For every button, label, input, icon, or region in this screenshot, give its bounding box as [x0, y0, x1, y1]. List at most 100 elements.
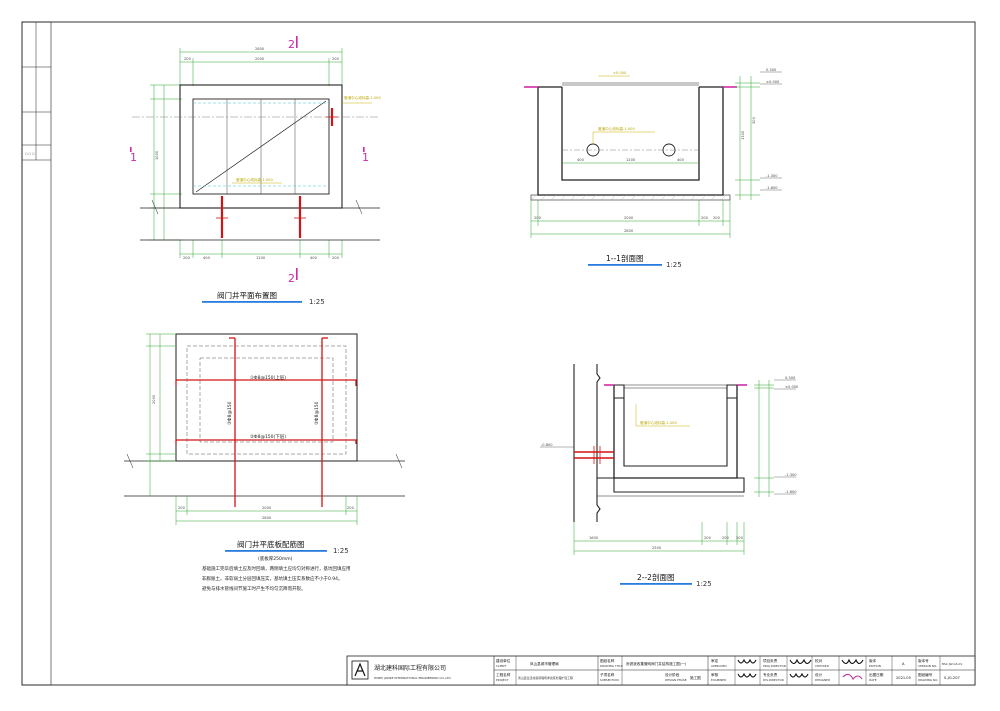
section11-dim-inner-2: 1200	[626, 158, 636, 162]
tb-date-value: 2021.05	[896, 676, 911, 680]
base-dim-bot-2: 2000	[262, 506, 272, 510]
section22-level-4: -1.600	[785, 490, 797, 494]
tb-date-label-en: DATE	[869, 678, 877, 682]
plan-dim-left: 1000	[155, 150, 159, 160]
section22-level-3: -1.300	[785, 473, 797, 477]
plan-section-mark-2-bottom: 2	[288, 272, 295, 285]
rebar-label-1: ①Φ8@150(上层)	[250, 374, 286, 381]
plan-section-mark-1-left: 1	[130, 151, 137, 164]
note-line-2: 非膨胀土。非软弱土分层回填压实，基坑填土压实系数应不小于0.94。	[202, 575, 343, 582]
tb-drawing-no-value: S-JG-207	[944, 676, 960, 680]
section11-dim-bot-1: 200	[534, 216, 542, 220]
tb-subsection-label-en: SUBSECTION	[600, 678, 619, 682]
section11-pipe-note: 管道中心线标高-1.000	[598, 126, 635, 131]
tb-phase-label: 设计阶段	[665, 672, 680, 677]
base-title: 阀门井平底板配筋图	[237, 539, 305, 549]
tb-subsection-label: 子项名称	[600, 672, 615, 677]
section11-dim-bot-2: 2000	[624, 216, 634, 220]
plan-section-mark-1-right: 1	[362, 151, 369, 164]
plan-dim-bot-4: 400	[310, 256, 318, 260]
tb-client-value: 凤山县城市管理局	[530, 661, 559, 666]
section11-level-1: 0.300	[766, 68, 777, 72]
company-name-en: HUBEI JIANKE INTERNATIONAL ENGINEERING C…	[374, 676, 452, 680]
note-line-3: 避免与排水管线间节施工时产生不均匀沉降而开裂。	[202, 585, 306, 592]
section22-dim-total: 2500	[652, 546, 662, 550]
section11-title: 1--1剖面图	[606, 253, 643, 263]
tb-phase-label-en: DESIGN PHASE	[665, 678, 687, 682]
base-dim-bot-1: 200	[178, 506, 186, 510]
section22-dim-bot-4: 200	[736, 536, 744, 540]
tb-examined-label: 审核	[711, 672, 719, 677]
section11-dim-right-mid: 1300	[741, 130, 745, 140]
section11-dim-bot-4: 200	[713, 216, 721, 220]
plan-dim-top-1: 200	[184, 57, 192, 61]
rebar-label-3a: ③Φ8@150	[227, 401, 233, 425]
plan-dim-bot-1: 200	[183, 256, 191, 260]
section11-dim-inner-1: 400	[577, 158, 585, 162]
tb-phase-value: 施工图	[690, 675, 701, 680]
tb-edition-value: A	[902, 662, 905, 666]
tb-drawing-no-label: 图纸编号	[918, 672, 933, 677]
tb-project-value: 凤山县生活垃圾填埋场渗滤液处理扩建工程	[518, 675, 573, 680]
tb-project-label-en: PROJECT	[496, 678, 509, 682]
base-scale: 1:25	[333, 547, 349, 555]
base-dim-total: 2800	[262, 516, 272, 520]
section11-dim-inner-3: 400	[677, 158, 685, 162]
binding-strip: ☐ ☐ ☐	[21, 21, 52, 686]
tb-edition-label-en: EDITION	[869, 664, 881, 668]
plan-scale: 1:25	[309, 298, 325, 306]
company-logo-icon	[351, 660, 369, 680]
plan-dim-top-3: 200	[332, 57, 340, 61]
company-name-cn: 湖北建科国际工程有限公司	[374, 664, 446, 672]
tb-edition-label: 版本	[869, 658, 877, 663]
plan-dim-bot-2: 400	[203, 256, 211, 260]
section-2-2: -0.800 管道中心线标高-1.000 1600 200 200 200 25…	[540, 364, 799, 588]
section11-dim-bot-3: 200	[701, 216, 709, 220]
tb-designed-label: 设计	[815, 672, 823, 677]
tb-client-label: 建设单位	[496, 658, 511, 663]
tb-proj-director-label: 项目负责	[763, 658, 778, 663]
strip-label: ☐ ☐ ☐	[25, 152, 35, 156]
signature-approved	[737, 658, 757, 678]
tb-designed-label-en: DESIGNED	[815, 678, 831, 682]
section11-dim-total: 2800	[624, 229, 634, 233]
section11-top-level: ±0.000	[613, 71, 627, 75]
tb-date-label: 出图日期	[869, 672, 884, 677]
base-subtitle: (底板厚250mm)	[258, 555, 293, 562]
tb-approved-label-en: APPROVED	[711, 664, 728, 668]
plan-title: 阀门井平面布置图	[217, 290, 277, 300]
section22-level-2: ±0.000	[785, 385, 799, 389]
rebar-label-3b: ③Φ8@150	[314, 401, 320, 425]
tb-drawing-no-label-en: DRAWING NO.	[918, 678, 938, 682]
plan-pipe-note-top: 管道中心线标高-1.000	[344, 95, 381, 100]
tb-dis-director-label: 专业负责	[763, 672, 778, 677]
section22-dim-bot-2: 200	[704, 536, 712, 540]
tb-proj-director-label-en: PROJ.DIRECTOR	[763, 664, 786, 668]
section11-level-4: -1.600	[766, 186, 778, 190]
tb-version-label-en: VERSION NO.	[918, 664, 937, 668]
tb-version-label: 版本号	[918, 658, 929, 663]
tb-drawing-title-label: 图纸名称	[600, 658, 615, 663]
section-1-1: 管道中心线标高-1.000 ±0.000 400 1200 400 200 20…	[524, 68, 782, 269]
note-line-1: 基础施工完毕后填土应及时回填，两侧填土应均匀对称进行，基坑回填应用	[202, 565, 351, 572]
title-block: 湖北建科国际工程有限公司 HUBEI JIANKE INTERNATIONAL …	[346, 655, 976, 686]
section22-title: 2--2剖面图	[637, 572, 674, 582]
tb-checked-label-en: CHECKED	[815, 664, 830, 668]
rebar-label-2: ②Φ8@150(下层)	[250, 434, 286, 440]
sheet-frame	[21, 21, 976, 686]
section22-left-level: -0.800	[541, 443, 553, 447]
tb-client-label-en: CLIENT	[496, 664, 506, 668]
tb-approved-label: 审定	[711, 658, 719, 663]
base-dim-bot-3: 200	[347, 506, 355, 510]
section11-level-2: ±0.000	[766, 80, 780, 84]
plan-section-mark-2-top: 2	[288, 38, 295, 51]
plan-dim-bot-3: 1200	[256, 256, 266, 260]
tb-drawing-title-value: 渗滤液收集管网阀门井结构施工图(一)	[626, 661, 687, 666]
section22-dim-bot-3: 200	[722, 536, 730, 540]
plan-view: 2800 200 2000 200 200 400 1200 400 200 1…	[130, 36, 381, 306]
plan-dim-bot-5: 200	[332, 256, 340, 260]
tb-drawing-title-label-en: DRAWING TITLE	[600, 664, 623, 668]
tb-version-value: BS2-JW-GS-01	[942, 662, 963, 666]
